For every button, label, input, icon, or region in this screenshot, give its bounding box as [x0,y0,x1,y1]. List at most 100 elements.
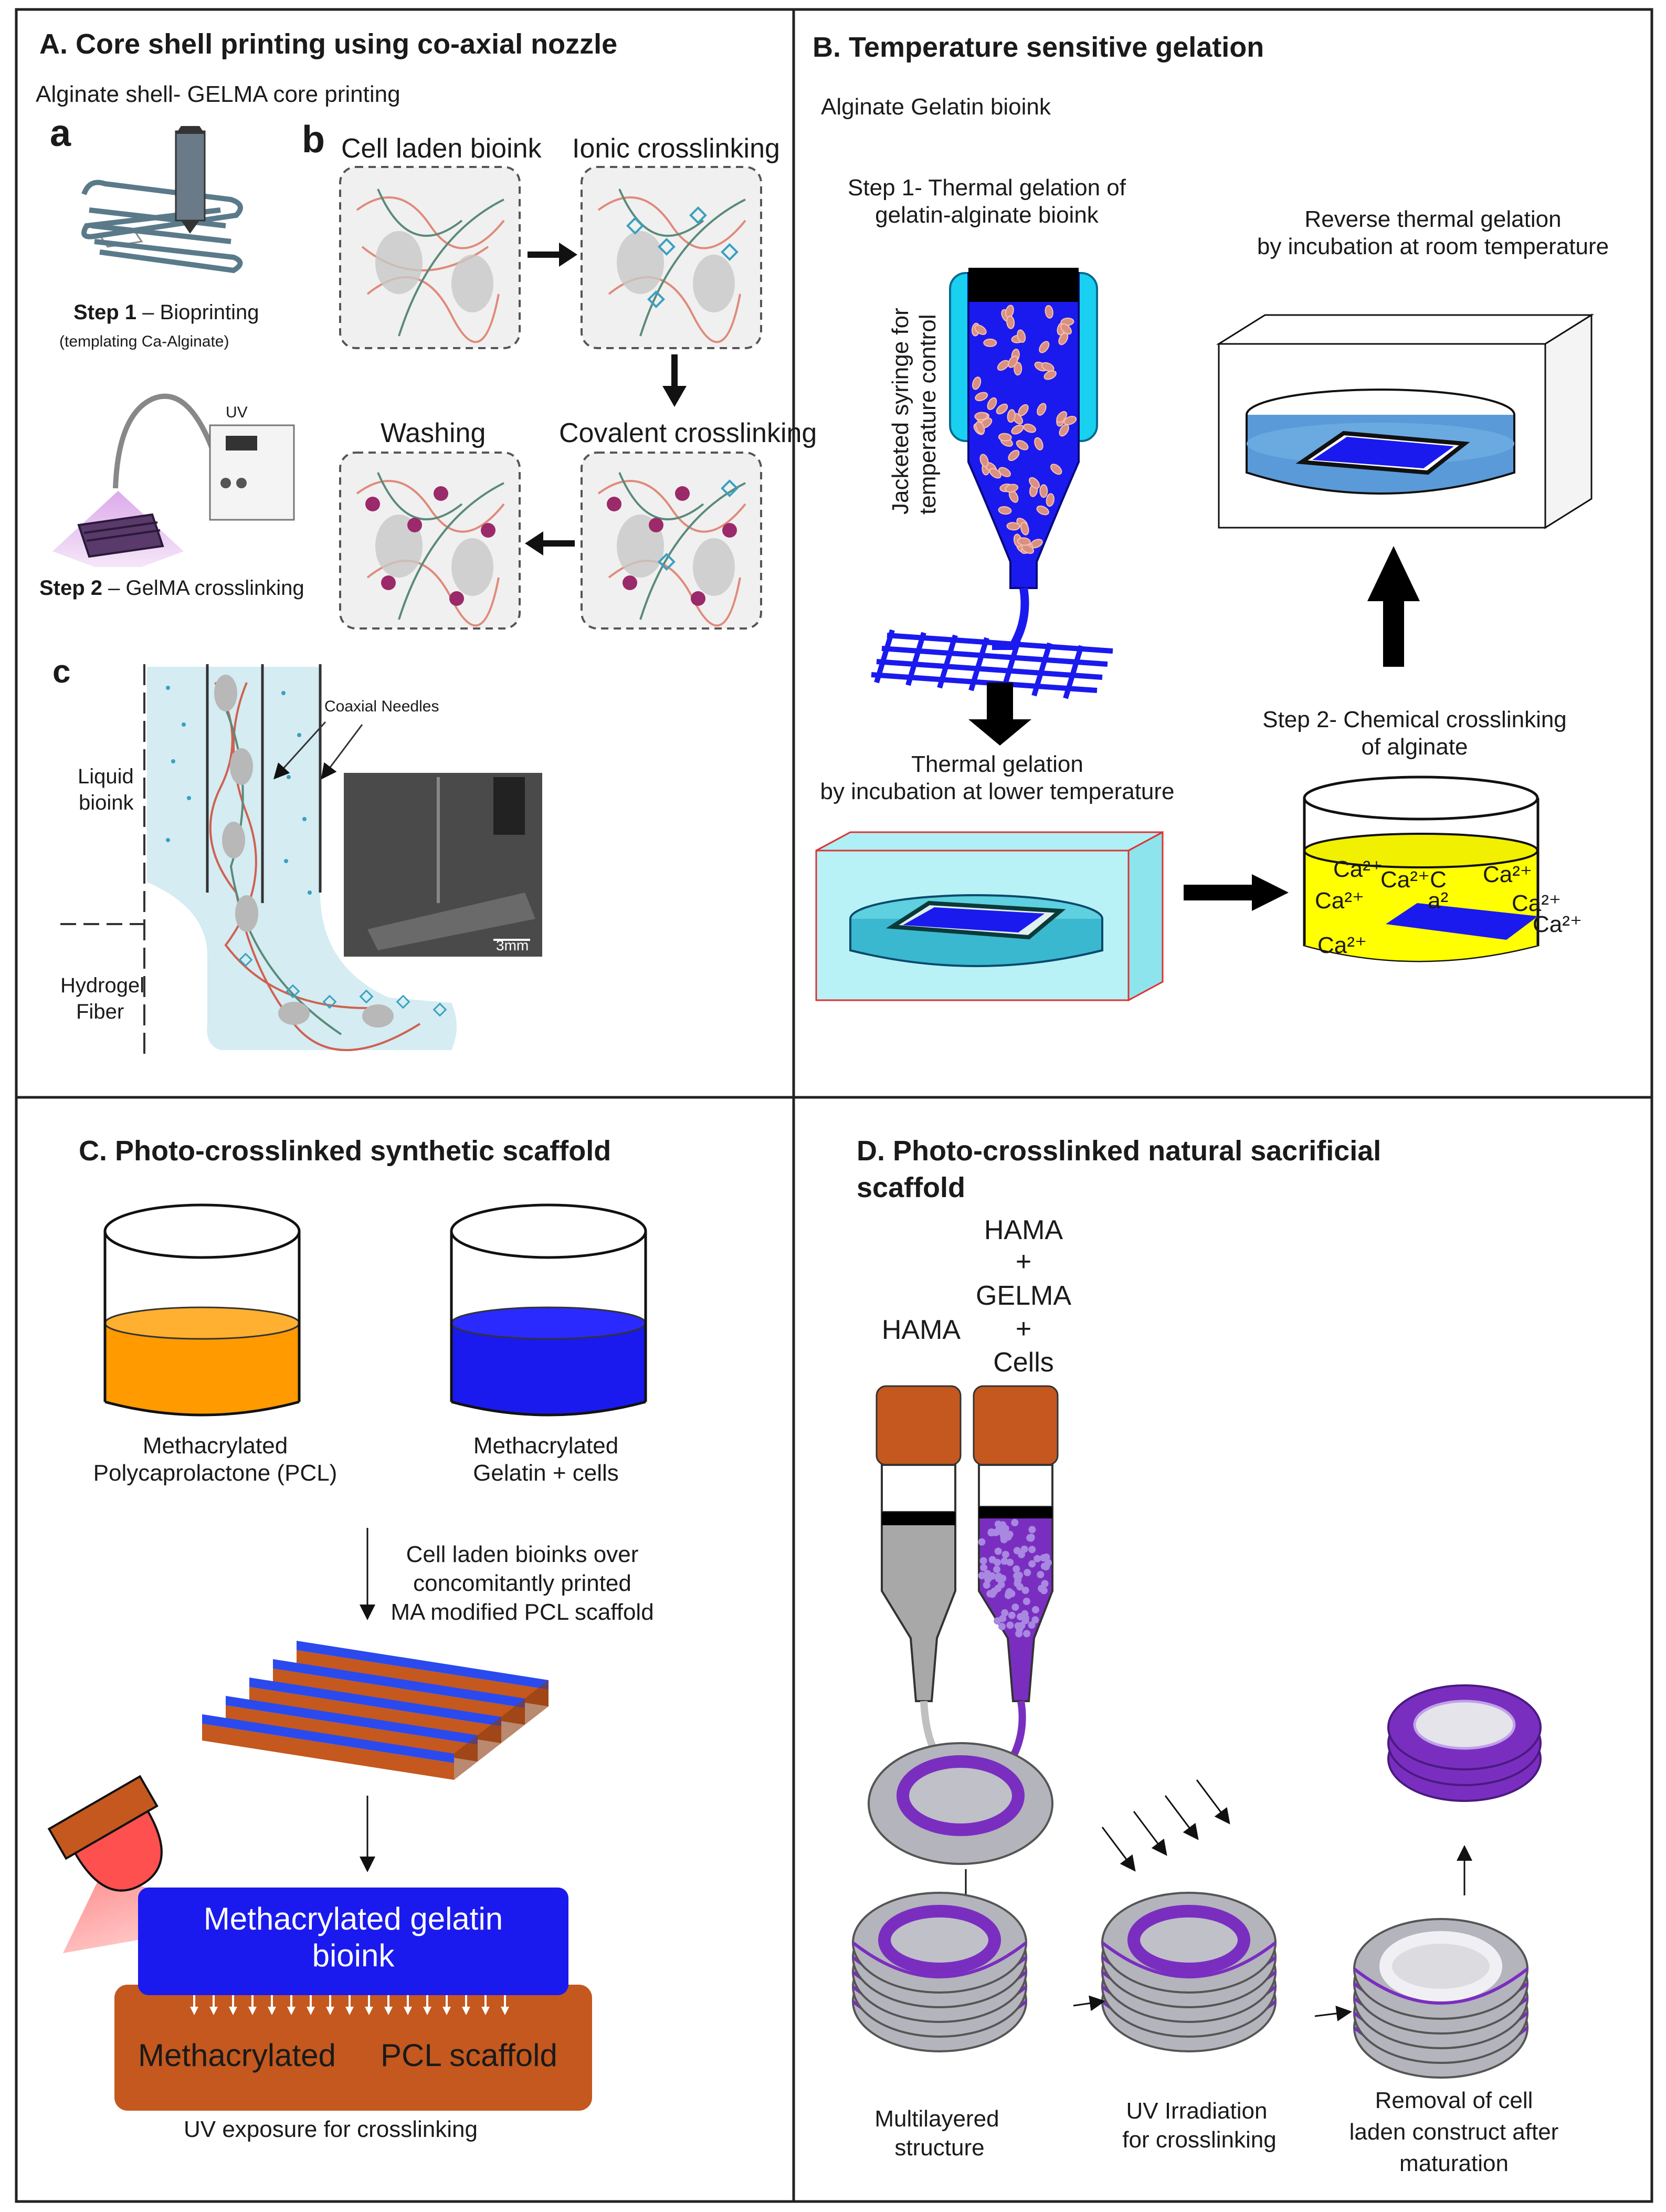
pcl-left: Methacrylated [138,2038,336,2073]
panel-c-title: C. Photo-crosslinked synthetic scaffold [79,1135,611,1167]
arrow-d3 [1314,2006,1352,2021]
mix-3: + [1016,1314,1031,1344]
liquid-line1: Liquid [78,765,134,788]
removal-line2: laden construct after [1349,2119,1559,2145]
box-covalent [581,452,762,630]
figure-border [15,8,1653,2203]
ca-ion-label: Ca²⁺ [1533,911,1582,937]
ionic-label: Ionic crosslinking [572,133,780,164]
label-a: a [50,112,71,154]
covalent-label: Covalent crosslinking [559,418,817,448]
hydrogel-line2: Fiber [76,1000,124,1023]
arrow-d2 [1073,1995,1105,2011]
panel-d-title-line1: D. Photo-crosslinked natural sacrificial [857,1135,1381,1167]
gel-line2: bioink [312,1938,395,1973]
cold-incubation-box [815,831,1164,1002]
removal-line3: maturation [1399,2151,1509,2176]
jacketed-syringe [949,268,1098,650]
multi-line1: Multilayered [874,2106,999,2132]
bioprinting-sketch [81,126,243,274]
crosslink-arrows [190,1995,509,2015]
printed-grid [871,629,1113,699]
label-b: b [302,119,325,161]
beaker1-line1: Methacrylated [143,1433,288,1459]
uv-lamp-sketch: UV [52,393,295,567]
mix-2: GELMA [976,1281,1071,1311]
layer-stacks [852,1684,1542,2079]
uv-exposure-text: UV exposure for crosslinking [184,2116,478,2142]
panel-b: B. Temperature sensitive gelation Algina… [813,32,1609,1002]
arrow-right-b [1184,874,1289,911]
beaker2-line2: Gelatin + cells [473,1460,619,1486]
mix-0: HAMA [984,1215,1063,1245]
mix-1: + [1016,1246,1031,1277]
syringe-line1: Jacketed syringe for [888,308,913,515]
liquid-line2: bioink [79,791,134,814]
ca-ion-label: Ca²⁺ [1317,932,1367,958]
room-temp-box [1216,313,1595,529]
multi-line2: structure [894,2135,984,2161]
step1-sub: (templating Ca-Alginate) [59,333,229,350]
hydrogel-line1: Hydrogel [60,974,144,997]
panel-a-title: A. Core shell printing using co-axial no… [39,28,617,60]
panel-a: A. Core shell printing using co-axial no… [36,28,817,1061]
panel-c: C. Photo-crosslinked synthetic scaffold … [47,1135,654,2142]
washing-label: Washing [381,418,486,448]
step2-label: Step 2 – GelMA crosslinking [39,576,304,600]
uv-label: UV [226,404,248,421]
ca-ion-label: Ca²⁺ [1512,890,1561,916]
panel-a-subtitle: Alginate shell- GELMA core printing [36,81,400,107]
label-c: c [52,654,70,690]
ca-ion-label: Ca²⁺ [1333,856,1383,882]
pcl-beaker [103,1203,301,1417]
printed-layer [868,1742,1053,1865]
removal-line1: Removal of cell [1375,2088,1533,2113]
arrow-down-b [968,683,1031,746]
arrow-up-b [1367,546,1420,667]
uv-irr-line1: UV Irradiation [1126,2098,1267,2124]
thermal-line1: Thermal gelation [911,751,1083,777]
reverse-line1: Reverse thermal gelation [1304,206,1561,232]
beaker2-line1: Methacrylated [473,1433,618,1459]
ca-ion-label: Ca²⁺C [1380,867,1447,893]
panel-a-arrows [525,243,687,555]
coaxial-sketch: 3mm [60,664,542,1061]
thermal-line2: by incubation at lower temperature [820,779,1174,804]
ca-ion-label: a² [1428,888,1448,914]
gel-line1: Methacrylated gelatin [204,1901,503,1936]
gel-block [138,1888,568,1995]
box-cell-laden [339,166,521,349]
step1-line2: gelatin-alginate bioink [875,202,1099,228]
step1-line1: Step 1- Thermal gelation of [848,175,1126,201]
syringe-line2: temperature control [915,314,941,515]
step2-b-line2: of alginate [1361,734,1468,760]
coaxial-label: Coaxial Needles [324,698,439,715]
hama-syringe [876,1385,962,1767]
panel-d-title-line2: scaffold [857,1172,965,1203]
note-line3: MA modified PCL scaffold [391,1599,653,1625]
reverse-line2: by incubation at room temperature [1257,234,1609,259]
ca-ion-label: Ca²⁺ [1315,888,1364,914]
panel-d: D. Photo-crosslinked natural sacrificial… [852,1135,1559,2176]
mix-label: HAMA + GELMA + Cells [976,1215,1071,1378]
gelatin-beaker [450,1203,647,1417]
mix-syringe [973,1385,1059,1788]
pcl-right: PCL scaffold [381,2038,557,2073]
mix-4: Cells [993,1347,1054,1378]
scaffold-bars [202,1641,549,1780]
uv-irr-line2: for crosslinking [1122,2127,1276,2153]
panel-b-title: B. Temperature sensitive gelation [813,32,1264,63]
beaker1-line2: Polycaprolactone (PCL) [93,1460,338,1486]
note-line2: concomitantly printed [413,1570,631,1596]
hama-label: HAMA [882,1315,961,1345]
step2-b-line1: Step 2- Chemical crosslinking [1262,707,1567,732]
box-washing [339,452,521,630]
syringe-label: Jacketed syringe for temperature control [888,308,941,515]
scale-label: 3mm [496,937,529,953]
panel-b-subtitle: Alginate Gelatin bioink [821,94,1051,120]
box-ionic [581,166,762,349]
pcl-block [114,1985,592,2111]
step1-label: Step 1 – Bioprinting [73,301,259,324]
